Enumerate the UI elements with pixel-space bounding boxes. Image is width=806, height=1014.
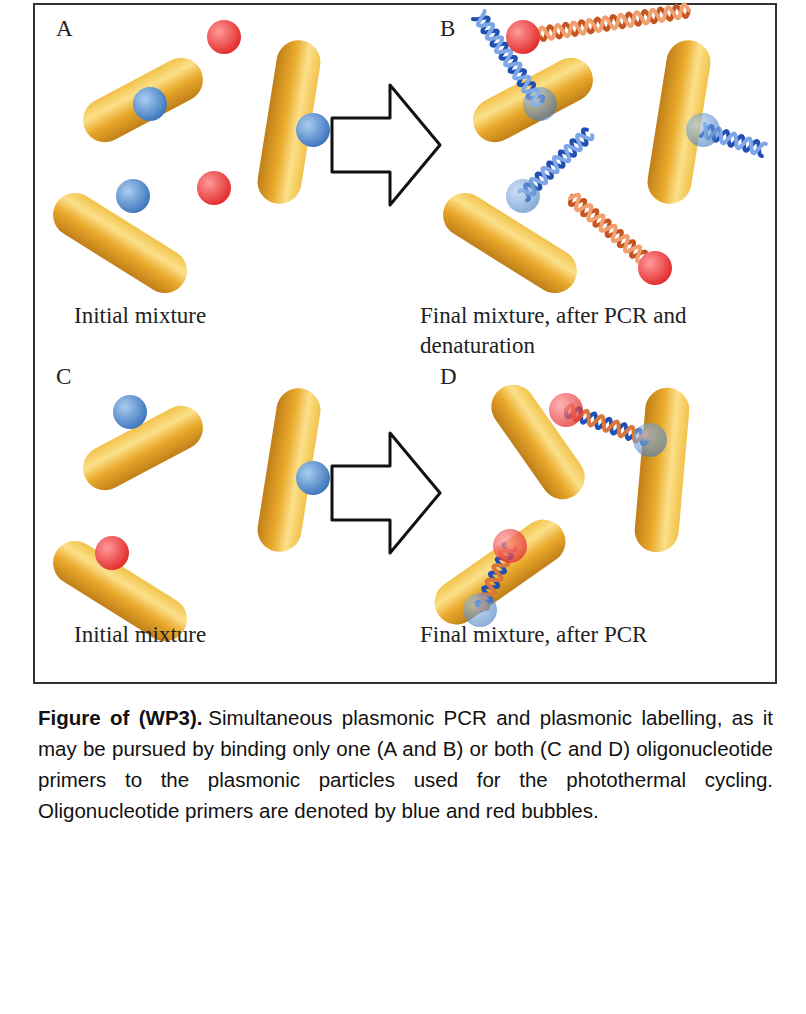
panel-letter: C [56, 362, 96, 392]
panel-caption: Initial mixture [74, 620, 314, 650]
red-primer [197, 171, 231, 205]
rod-body [426, 511, 574, 633]
figure-title: Figure of (WP3). [38, 706, 208, 729]
gold-nanorod [483, 376, 594, 508]
blue-primer [463, 593, 497, 627]
blue-primer [116, 179, 150, 213]
figure-caption: Figure of (WP3).Simultaneous plasmonic P… [38, 702, 773, 826]
process-arrow [332, 433, 440, 553]
panel-letter: B [440, 14, 480, 44]
panel-caption: Final mixture, after PCR [420, 620, 765, 650]
rod-body [483, 376, 594, 508]
red-primer [493, 529, 527, 563]
red-primer [506, 20, 540, 54]
panel-caption: Initial mixture [74, 301, 314, 331]
blue-primer [506, 179, 540, 213]
panel-caption: Final mixture, after PCR and denaturatio… [420, 301, 765, 361]
dna-strand [523, 5, 689, 42]
blue-primer [633, 423, 667, 457]
gold-nanorods [45, 37, 714, 649]
frame [34, 4, 776, 683]
blue-primer [296, 113, 330, 147]
blue-primer [296, 461, 330, 495]
rod-body [633, 386, 691, 554]
gold-nanorod [633, 386, 691, 554]
blue-primer [133, 87, 167, 121]
panel-letter: A [56, 14, 96, 44]
gold-nanorod [426, 511, 574, 633]
red-primer [207, 20, 241, 54]
red-primer [638, 251, 672, 285]
process-arrow [332, 85, 440, 205]
blue-primer [523, 87, 557, 121]
rod-body [75, 50, 210, 150]
red-primer [95, 536, 129, 570]
blue-primer [686, 113, 720, 147]
panel-letter: D [440, 362, 480, 392]
gold-nanorod [75, 50, 210, 150]
red-primer [549, 393, 583, 427]
blue-primer [113, 395, 147, 429]
